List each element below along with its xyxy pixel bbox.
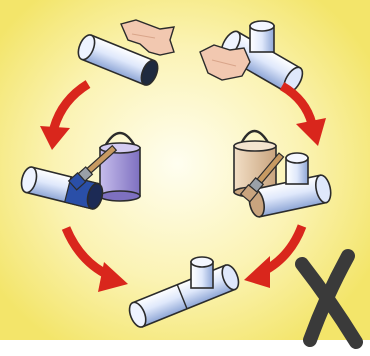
glue-can-icon [100, 133, 140, 201]
